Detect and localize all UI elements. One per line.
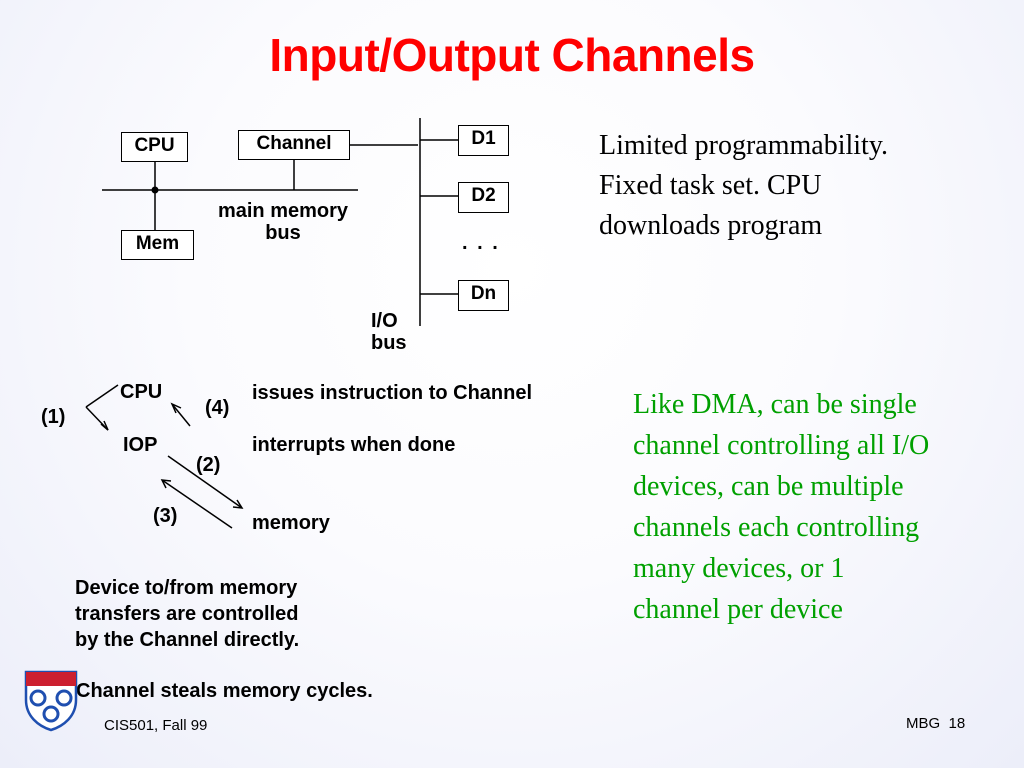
device-line3: by the Channel directly. — [75, 629, 300, 651]
io-bus-line2: bus — [371, 332, 407, 354]
green-line1: Like DMA, can be single — [633, 389, 917, 420]
device-transfer-note: Device to/from memory transfers are cont… — [75, 575, 299, 653]
mem-label: Mem — [135, 233, 180, 254]
device-d1-box: D1 — [458, 125, 509, 156]
flow-iop-label: IOP — [123, 434, 158, 456]
dn-label: Dn — [470, 283, 497, 304]
slide-title: Input/Output Channels — [269, 29, 755, 81]
main-bus-line2: bus — [265, 222, 301, 244]
green-line2: channel controlling all I/O — [633, 430, 930, 461]
step-2-label: (2) — [196, 454, 221, 476]
steals-cycles-note: Channel steals memory cycles. — [76, 680, 373, 702]
step-3-label: (3) — [153, 505, 178, 527]
device-d2-box: D2 — [458, 182, 509, 213]
page-number: 18 — [948, 715, 966, 732]
interrupts-text: interrupts when done — [252, 434, 456, 456]
cpu-box: CPU — [121, 132, 188, 162]
io-bus-line1: I/O — [371, 310, 398, 332]
cpu-label: CPU — [134, 135, 175, 156]
d1-label: D1 — [471, 128, 496, 149]
step-4-label: (4) — [205, 397, 230, 419]
green-line6: channel per device — [633, 594, 843, 625]
note-line1: Limited programmability. — [599, 130, 889, 161]
issues-instruction-text: issues instruction to Channel — [252, 382, 533, 404]
device-dn-box: Dn — [458, 280, 509, 311]
programmability-note: Limited programmability. Fixed task set.… — [599, 126, 1009, 246]
d2-label: D2 — [471, 185, 496, 206]
main-bus-line1: main memory — [217, 200, 349, 222]
flow-cpu-label: CPU — [120, 381, 163, 403]
channel-box: Channel — [238, 130, 350, 160]
note-line2: Fixed task set. CPU — [599, 170, 822, 201]
author-initials: MBG — [906, 715, 941, 732]
university-shield-icon — [24, 670, 78, 732]
mem-box: Mem — [121, 230, 194, 260]
device-ellipsis: . . . — [462, 232, 500, 254]
green-line4: channels each controlling — [633, 512, 920, 543]
main-memory-bus-label: main memory bus — [198, 200, 368, 244]
step-1-label: (1) — [41, 406, 66, 428]
course-footer: CIS501, Fall 99 — [104, 717, 208, 734]
device-line2: transfers are controlled — [75, 603, 299, 625]
memory-text: memory — [252, 512, 330, 534]
green-line3: devices, can be multiple — [633, 471, 904, 502]
green-line5: many devices, or 1 — [633, 553, 845, 584]
io-bus-label: I/O bus — [371, 310, 407, 354]
channel-label: Channel — [256, 133, 332, 154]
note-line3: downloads program — [599, 210, 823, 241]
device-line1: Device to/from memory — [75, 577, 298, 599]
dma-note: Like DMA, can be single channel controll… — [633, 384, 1018, 630]
author-footer: MBG 18 — [906, 715, 965, 732]
